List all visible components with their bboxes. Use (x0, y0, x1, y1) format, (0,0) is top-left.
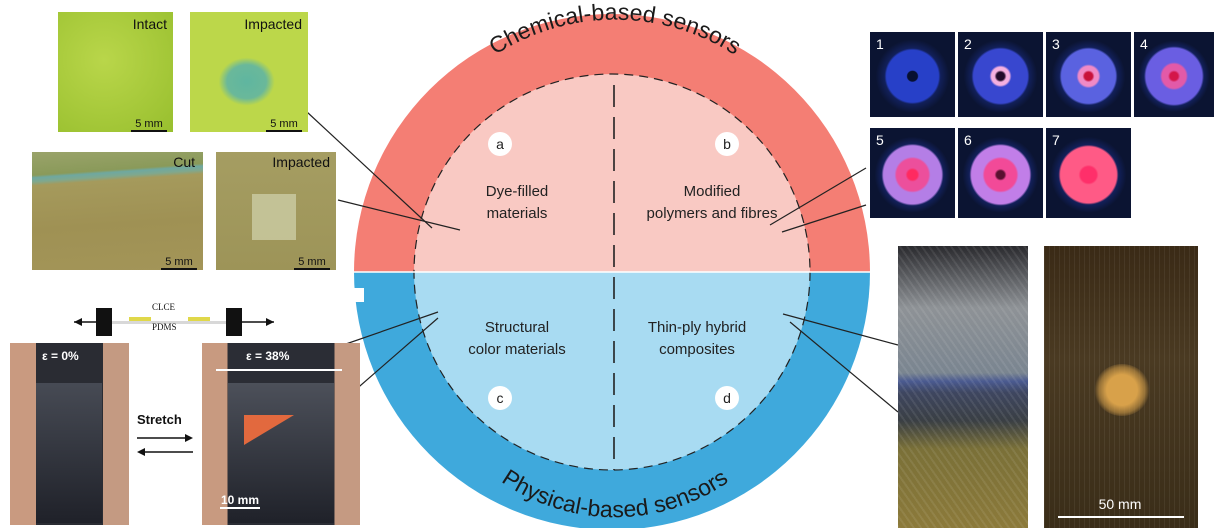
disk-4: 4 (1134, 32, 1214, 117)
disk-number-7: 7 (1052, 132, 1060, 148)
scale-impacted-a1: 5 mm (266, 118, 302, 132)
disk-number-1: 1 (876, 36, 884, 52)
photo-impacted-a1: Impacted 5 mm (190, 12, 308, 132)
quadrant-c-line2: color materials (468, 341, 566, 358)
strain-38: ε = 38% (246, 349, 290, 363)
leader-d-bottom (789, 321, 899, 413)
film-dark (36, 383, 102, 523)
quadrant-b-line2: polymers and fibres (647, 205, 778, 222)
disk-number-5: 5 (876, 132, 884, 148)
leader-b-top (769, 167, 867, 226)
ring-notch (354, 288, 364, 302)
impact-square (252, 194, 296, 240)
strain-arrow (216, 369, 342, 371)
disk-number-6: 6 (964, 132, 972, 148)
disk-3: 3 (1046, 32, 1131, 117)
letter-b: b (723, 136, 731, 152)
leader-d-top (782, 313, 899, 346)
color-triangle (244, 415, 294, 445)
leader-b-bottom (781, 204, 867, 233)
letter-d-circle (715, 386, 739, 410)
photo-composite-right: 50 mm (1044, 246, 1198, 528)
quadrant-d-line2: composites (659, 341, 735, 358)
clce-device-schematic (74, 308, 274, 336)
scale-cut: 5 mm (161, 256, 197, 270)
disk-5: 5 (870, 128, 955, 218)
label-impacted-a2: Impacted (272, 154, 330, 170)
quadrant-b-line1: Modified (684, 183, 741, 200)
letter-c: c (497, 390, 504, 406)
letter-b-circle (715, 132, 739, 156)
quadrant-d-line1: Thin-ply hybrid (648, 319, 746, 336)
quadrant-c-line1: Structural (485, 319, 549, 336)
label-impacted-a1: Impacted (244, 16, 302, 32)
stretch-label: Stretch (137, 412, 182, 427)
leader-a-bottom (337, 199, 461, 231)
label-pdms: PDMS (152, 322, 177, 332)
scale-arrow-50mm (1058, 516, 1184, 518)
photo-cut: Cut 5 mm (32, 152, 203, 270)
disk-1: 1 (870, 32, 955, 117)
strain-0: ε = 0% (42, 349, 79, 363)
photo-composite-left (898, 246, 1028, 528)
disk-6: 6 (958, 128, 1043, 218)
photo-intact: Intact 5 mm (58, 12, 173, 132)
scale-10mm: 10 mm (220, 493, 260, 509)
scale-intact: 5 mm (131, 118, 167, 132)
label-intact: Intact (132, 16, 167, 32)
scale-impacted-a2: 5 mm (294, 256, 330, 270)
disk-number-2: 2 (964, 36, 972, 52)
scale-50mm: 50 mm (1098, 496, 1142, 512)
damage-spot (1094, 364, 1150, 416)
disk-number-3: 3 (1052, 36, 1060, 52)
leader-a-top (306, 111, 433, 229)
label-clce: CLCE (152, 302, 176, 312)
label-cut: Cut (173, 154, 195, 170)
stretched-film (228, 383, 334, 523)
leader-c-bottom (352, 317, 439, 393)
letter-a-circle (488, 132, 512, 156)
disk-2: 2 (958, 32, 1043, 117)
photo-unstretched: ε = 0% (10, 343, 129, 525)
letter-a: a (496, 136, 504, 152)
inner-bottom-fill (414, 272, 810, 470)
quadrant-a-line2: materials (487, 205, 548, 222)
photo-stretched: ε = 38% 10 mm (202, 343, 360, 525)
stretch-arrows: Stretch (135, 412, 195, 462)
disk-number-4: 4 (1140, 36, 1148, 52)
letter-d: d (723, 390, 731, 406)
stretch-double-arrow (137, 434, 193, 456)
letter-c-circle (488, 386, 512, 410)
leader-c-top (342, 311, 439, 346)
inner-top-fill (414, 74, 810, 272)
disk-7: 7 (1046, 128, 1131, 218)
photo-impacted-a2: Impacted 5 mm (216, 152, 336, 270)
quadrant-a-line1: Dye-filled (486, 183, 549, 200)
